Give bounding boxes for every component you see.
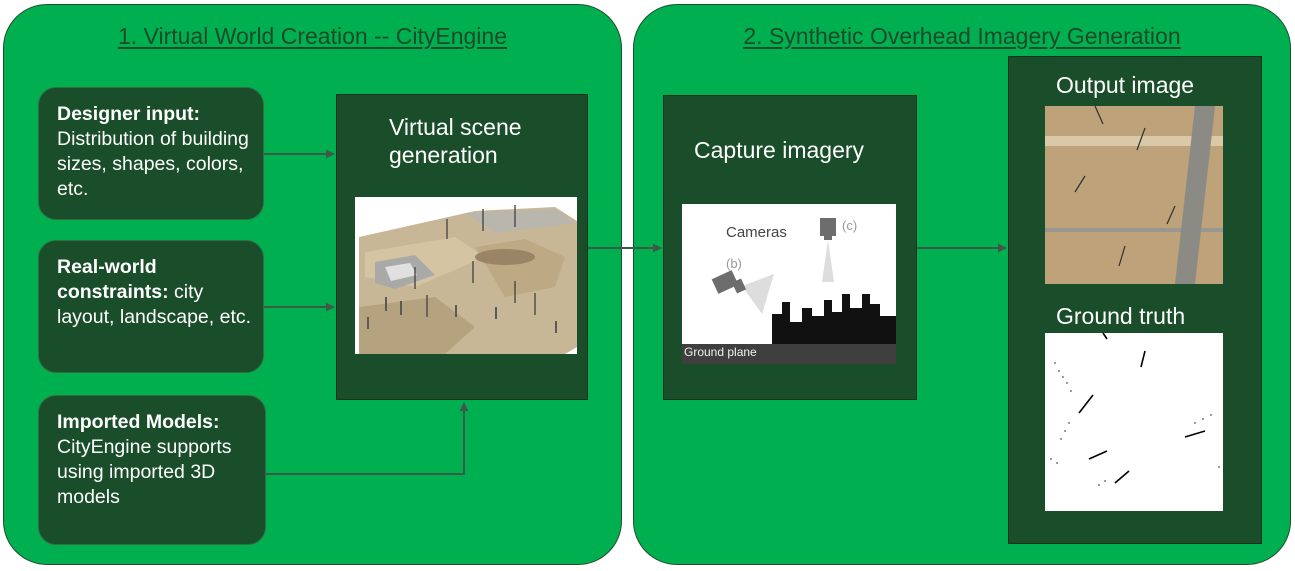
ground-plane-label: Ground plane [684, 345, 757, 359]
virtual-scene-title-line1: Virtual scene [389, 114, 522, 140]
real-world-body: city layout, landscape, etc. [57, 281, 252, 328]
imported-models-body: CityEngine supports using imported 3D mo… [57, 436, 232, 508]
capture-scene-graphic [682, 218, 896, 364]
cameras-label: Cameras [726, 224, 787, 241]
camera-b-label: (b) [726, 256, 742, 271]
virtual-scene-title: Virtual scene generation [389, 113, 522, 169]
ground-truth-image [1045, 333, 1223, 511]
designer-input-body: Distribution of building sizes, shapes, … [57, 128, 249, 200]
output-box: Output image Ground truth [1008, 56, 1262, 544]
virtual-scene-generation-box: Virtual scene generation [336, 94, 588, 400]
output-image-title: Output image [1056, 72, 1195, 98]
capture-diagram: Cameras (b) (c) Ground pl [682, 204, 896, 364]
camera-c-label: (c) [842, 218, 858, 233]
output-image [1045, 106, 1223, 284]
designer-input-box: Designer input: Distribution of building… [38, 87, 264, 220]
capture-imagery-title: Capture imagery [694, 137, 865, 163]
panel-title-virtual-world: 1. Virtual World Creation -- CityEngine [117, 23, 508, 49]
virtual-scene-title-line2: generation [389, 142, 498, 168]
panel-title-synthetic-imagery: 2. Synthetic Overhead Imagery Generation [743, 23, 1181, 49]
imported-models-box: Imported Models: CityEngine supports usi… [38, 395, 266, 545]
capture-imagery-box: Capture imagery Cameras (b) (c) [663, 95, 917, 400]
imported-models-heading: Imported Models: [57, 411, 220, 433]
real-world-constraints-box: Real-world constraints: city layout, lan… [38, 240, 264, 373]
designer-input-heading: Designer input: [57, 103, 201, 125]
virtual-scene-image [355, 197, 577, 354]
ground-truth-title: Ground truth [1056, 303, 1186, 329]
camera-b-icon [711, 270, 747, 294]
real-world-heading: Real-world constraints: [57, 256, 169, 303]
camera-c-icon [820, 218, 836, 240]
